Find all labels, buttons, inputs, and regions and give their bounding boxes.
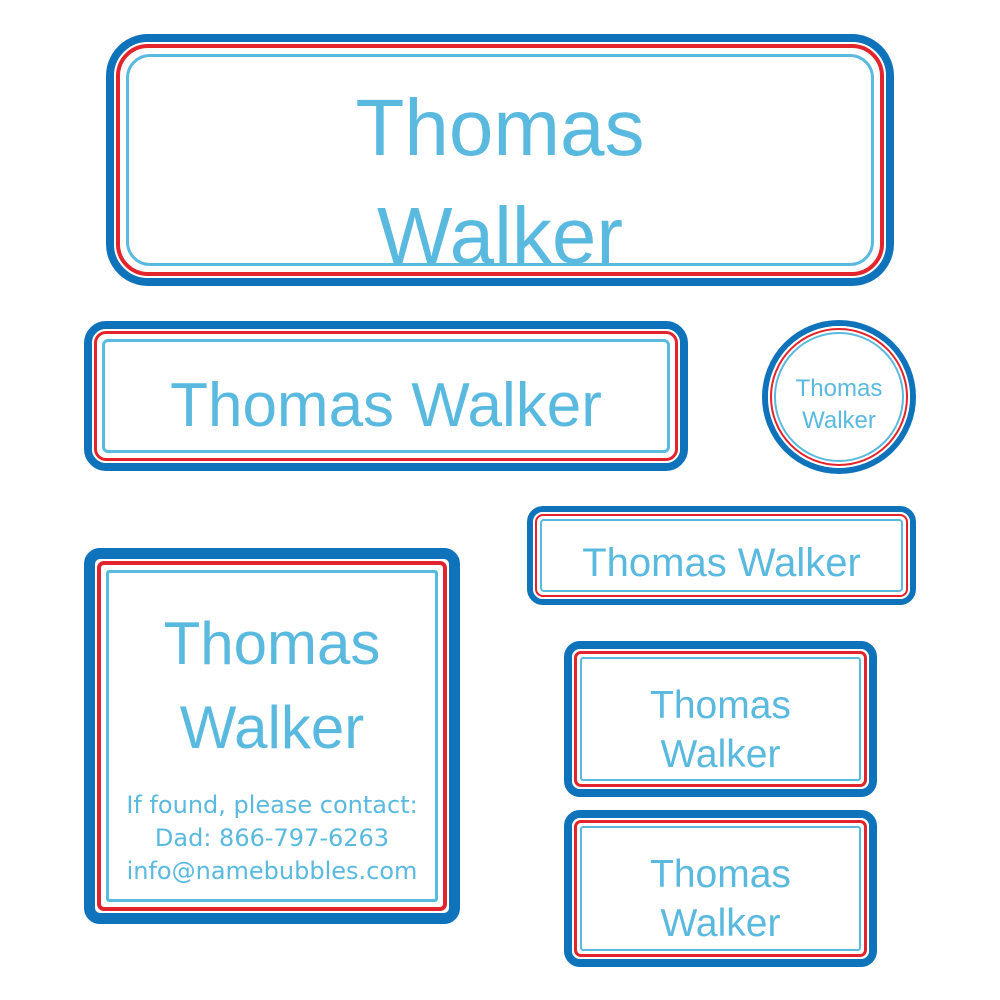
name-label-wide: Thomas Walker — [84, 321, 688, 471]
label-name: Thomas Walker — [170, 371, 602, 440]
name-last: Walker — [802, 407, 876, 434]
red-stripe — [116, 44, 884, 276]
contact-info: If found, please contact: Dad: 866-797-6… — [95, 789, 449, 888]
label-name: Thomas Walker — [768, 373, 910, 437]
label-name: Thomas Walker — [572, 681, 869, 779]
contact-phone: Dad: 866-797-6263 — [154, 824, 390, 852]
name-label-small: Thomas Walker — [564, 810, 877, 967]
contact-email: info@namebubbles.com — [126, 857, 418, 885]
label-name: Thomas Walker — [572, 850, 869, 948]
inner-border — [580, 657, 861, 781]
name-first: Thomas — [650, 853, 791, 896]
inner-border — [774, 332, 904, 462]
name-label-square-contact: Thomas Walker If found, please contact: … — [84, 548, 460, 924]
inner-border — [106, 570, 438, 902]
red-stripe — [574, 820, 867, 957]
name-label-large: Thomas Walker — [106, 34, 894, 286]
red-stripe — [97, 561, 447, 911]
label-name: Thomas Walker — [582, 541, 861, 585]
name-label-small: Thomas Walker — [564, 641, 877, 797]
inner-border — [102, 339, 670, 453]
name-label-small-wide: Thomas Walker — [527, 506, 916, 605]
inner-border — [580, 826, 861, 951]
name-label-circle: Thomas Walker — [762, 320, 916, 474]
label-name: Thomas Walker — [114, 74, 886, 290]
red-stripe — [770, 328, 908, 466]
name-last: Walker — [377, 191, 623, 280]
contact-prompt: If found, please contact: — [126, 791, 418, 819]
name-first: Thomas — [795, 375, 883, 402]
red-stripe — [535, 514, 908, 597]
name-last: Walker — [660, 902, 781, 945]
name-last: Walker — [179, 694, 365, 761]
name-first: Thomas — [163, 610, 381, 677]
name-first: Thomas — [355, 83, 645, 172]
inner-border — [540, 519, 903, 592]
label-name: Thomas Walker — [95, 602, 449, 770]
name-first: Thomas — [650, 684, 791, 727]
name-last: Walker — [660, 733, 781, 776]
inner-border — [126, 54, 874, 266]
red-stripe — [94, 331, 678, 461]
red-stripe — [574, 651, 867, 787]
